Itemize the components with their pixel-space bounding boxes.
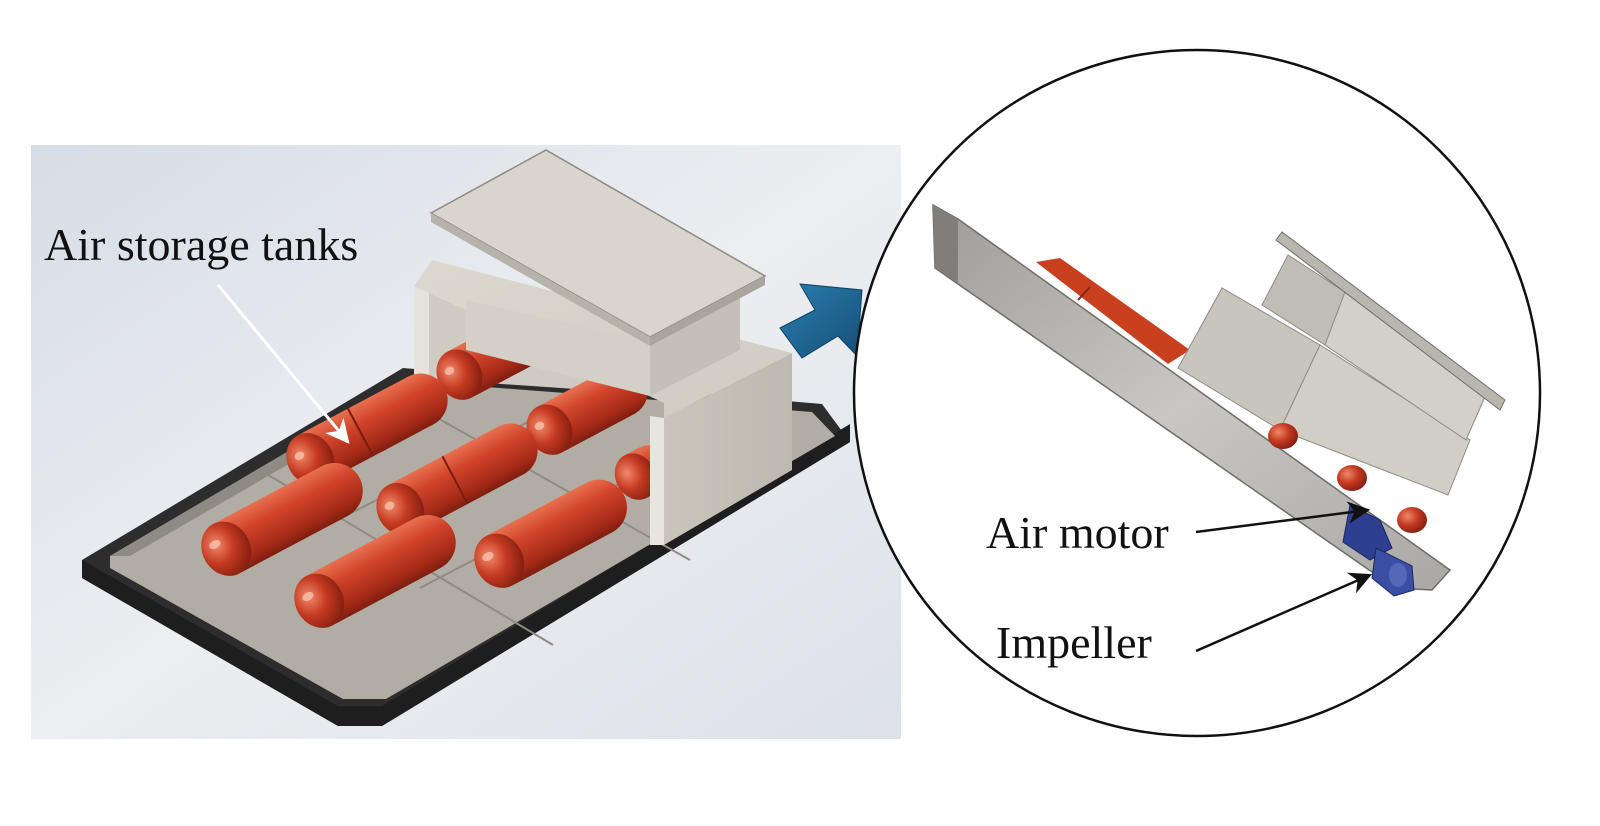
tank-cap <box>1337 465 1367 491</box>
tank-cap <box>1268 423 1298 449</box>
roof-block-front <box>650 296 740 396</box>
roof-plate-edge-right <box>650 276 765 346</box>
label-impeller: Impeller <box>996 617 1152 668</box>
arrow-right-up-icon <box>779 283 863 359</box>
air-storage-tank <box>474 479 627 588</box>
deckhouse <box>414 149 792 545</box>
label-air-storage-tanks: Air storage tanks <box>44 219 358 270</box>
magnified-view: Air motor Impeller <box>852 48 1542 738</box>
pointer-air-motor <box>1195 501 1371 534</box>
tank-visible <box>1036 258 1190 364</box>
housing-left-wall <box>414 286 429 392</box>
pointer-air-storage-tanks <box>216 284 350 444</box>
roof-plate-edge <box>431 213 650 346</box>
tank-cap <box>1397 507 1427 533</box>
housing-block-mid <box>1279 344 1471 496</box>
hull-side <box>82 424 850 726</box>
roof-block-side <box>466 300 650 396</box>
magnified-circle-border <box>852 48 1542 738</box>
impeller-hub <box>1389 563 1407 587</box>
air-storage-tank <box>201 462 363 576</box>
label-air-motor: Air motor <box>986 507 1169 558</box>
magnified-detail <box>932 203 1506 597</box>
boat-render-panel: Air storage tanks <box>31 145 901 739</box>
roof-plate-edge <box>1275 231 1506 411</box>
tank-band <box>1077 286 1091 301</box>
housing-front-face <box>664 353 792 545</box>
deck-divider <box>399 396 691 561</box>
air-storage-tank <box>294 514 456 628</box>
housing-inner-wall <box>650 416 664 545</box>
side-plate-edge <box>933 205 958 283</box>
pointer-impeller <box>1195 572 1373 653</box>
